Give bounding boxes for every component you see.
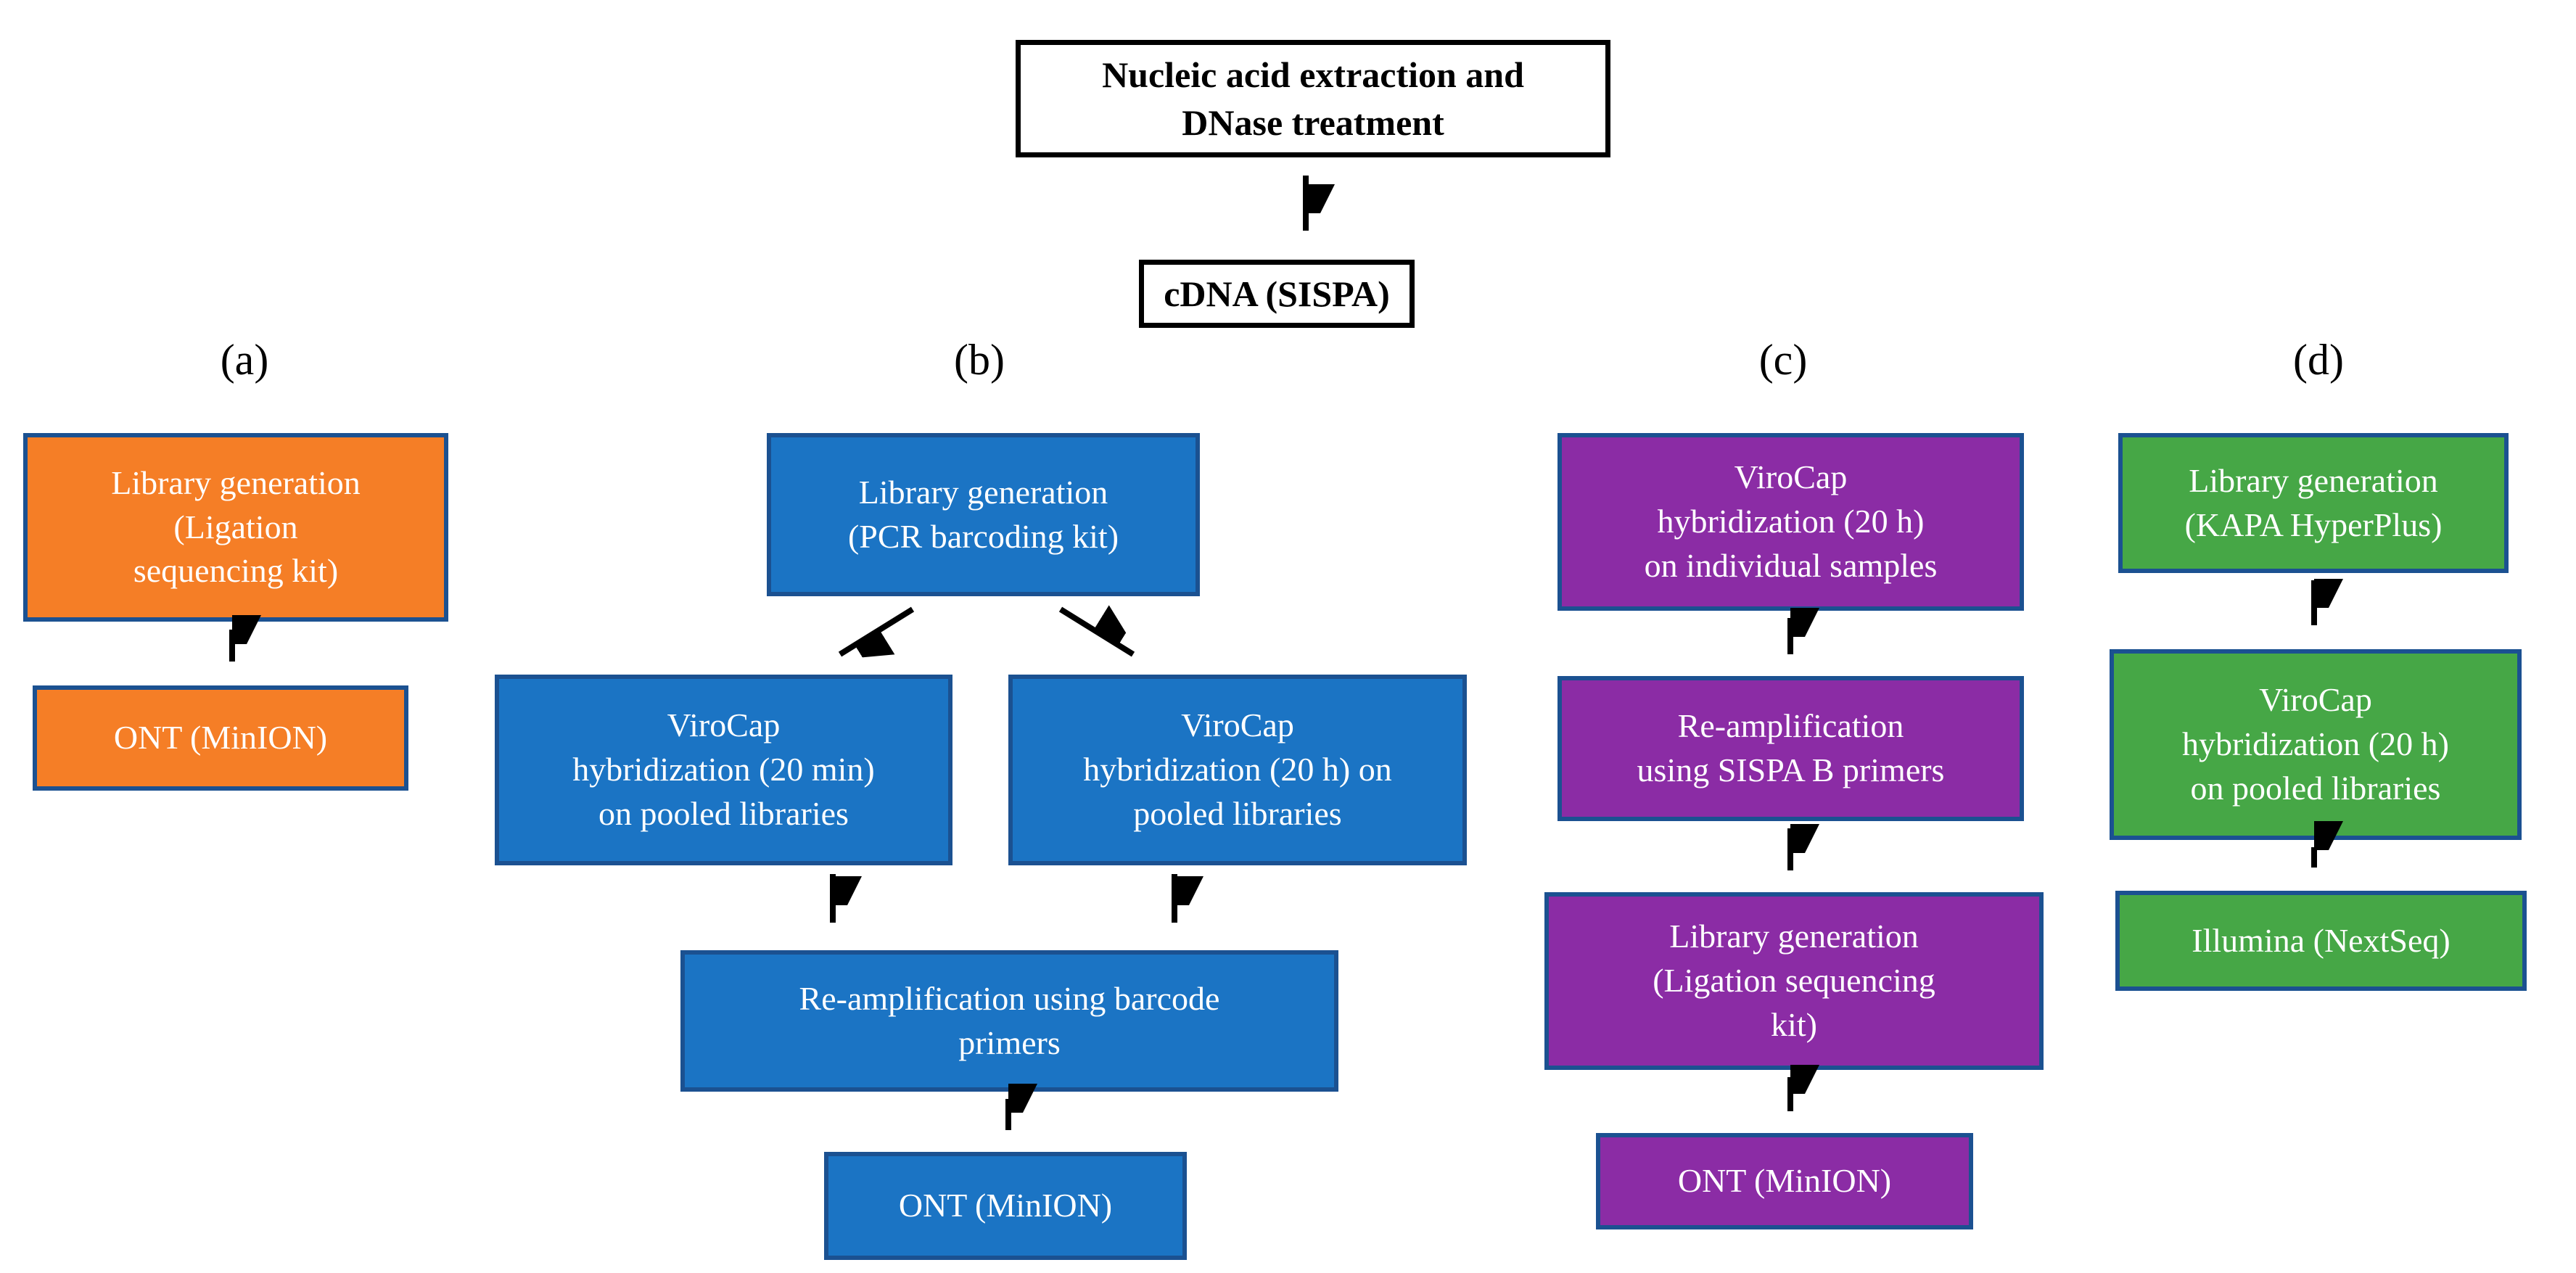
node-line: (Ligation sequencing xyxy=(1653,962,1935,1000)
node-line: on pooled libraries xyxy=(598,794,849,832)
node-line: using SISPA B primers xyxy=(1637,751,1945,788)
node-c-ont-minion: ONT (MinION) xyxy=(1596,1133,1973,1229)
node-line: Library generation xyxy=(2189,461,2438,499)
node-line: ViroCap xyxy=(2259,681,2372,719)
node-c-virocap-individual: ViroCap hybridization (20 h) on individu… xyxy=(1557,433,2024,611)
node-line: cDNA (SISPA) xyxy=(1164,273,1390,314)
node-b-reamplification-barcode: Re-amplification using barcode primers xyxy=(680,950,1338,1092)
node-line: Illumina (NextSeq) xyxy=(2192,921,2451,959)
branch-label-c: (c) xyxy=(1758,336,1808,384)
node-d-virocap-pooled: ViroCap hybridization (20 h) on pooled l… xyxy=(2110,649,2522,840)
node-line: ONT (MinION) xyxy=(113,719,328,757)
node-line: ViroCap xyxy=(1734,458,1848,496)
node-b-virocap-20min: ViroCap hybridization (20 min) on pooled… xyxy=(495,675,952,865)
branch-label-a: (a) xyxy=(220,336,269,384)
branch-label-d: (d) xyxy=(2293,336,2344,384)
node-cdna-sispa: cDNA (SISPA) xyxy=(1139,260,1415,328)
node-line: ViroCap xyxy=(1181,706,1294,744)
node-a-library-generation: Library generation (Ligation sequencing … xyxy=(23,433,448,622)
node-line: Re-amplification xyxy=(1677,707,1904,745)
node-line: Library generation xyxy=(858,473,1108,511)
node-line: DNase treatment xyxy=(1182,102,1444,143)
node-line: hybridization (20 h) on xyxy=(1083,751,1392,788)
node-nucleic-acid-extraction: Nucleic acid extraction and DNase treatm… xyxy=(1016,40,1610,157)
node-line: sequencing kit) xyxy=(133,552,339,590)
node-c-library-generation: Library generation (Ligation sequencing … xyxy=(1544,892,2044,1070)
node-line: ONT (MinION) xyxy=(898,1187,1113,1224)
node-line: Library generation xyxy=(111,464,361,501)
node-line: ViroCap xyxy=(667,706,781,744)
node-line: Library generation xyxy=(1669,918,1919,955)
arrow-b1-to-b2-left xyxy=(838,606,915,654)
node-line: hybridization (20 h) xyxy=(1657,503,1925,540)
node-line: hybridization (20 h) xyxy=(2182,725,2449,763)
node-line: ONT (MinION) xyxy=(1677,1162,1892,1200)
node-line: on individual samples xyxy=(1644,546,1938,584)
branch-label-b: (b) xyxy=(954,336,1005,384)
node-b-library-generation: Library generation (PCR barcoding kit) xyxy=(767,433,1200,596)
node-c-reamplification-sispa: Re-amplification using SISPA B primers xyxy=(1557,676,2024,821)
node-line: Re-amplification using barcode xyxy=(799,979,1220,1017)
arrow-b1-to-b2-right xyxy=(1058,609,1135,657)
node-line: pooled libraries xyxy=(1133,794,1342,832)
node-line: primers xyxy=(958,1023,1061,1061)
node-line: on pooled libraries xyxy=(2190,769,2441,807)
node-b-ont-minion: ONT (MinION) xyxy=(824,1152,1187,1260)
node-b-virocap-20h: ViroCap hybridization (20 h) on pooled l… xyxy=(1008,675,1467,865)
node-line: (KAPA HyperPlus) xyxy=(2184,506,2443,543)
node-line: hybridization (20 min) xyxy=(572,751,875,788)
node-d-illumina-nextseq: Illumina (NextSeq) xyxy=(2115,891,2527,991)
node-line: Nucleic acid extraction and xyxy=(1102,54,1524,95)
node-a-ont-minion: ONT (MinION) xyxy=(33,685,408,791)
node-line: (PCR barcoding kit) xyxy=(847,517,1119,555)
node-line: kit) xyxy=(1771,1005,1817,1043)
node-d-library-generation: Library generation (KAPA HyperPlus) xyxy=(2118,433,2509,573)
node-line: (Ligation xyxy=(173,508,298,545)
